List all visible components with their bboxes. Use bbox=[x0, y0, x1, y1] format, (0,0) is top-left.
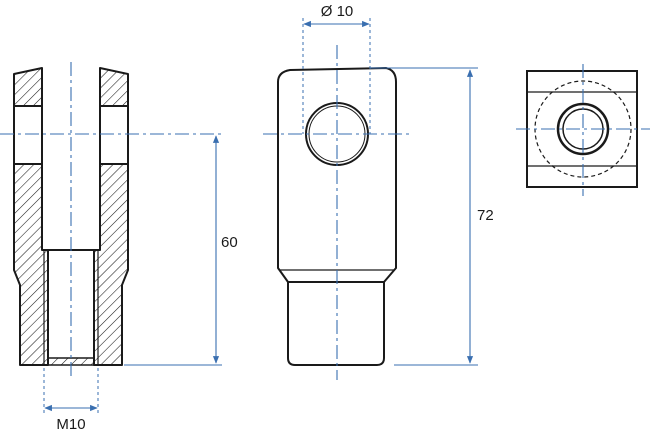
top-view bbox=[516, 64, 650, 196]
m10-label: M10 bbox=[56, 416, 85, 433]
front-shank bbox=[287, 281, 385, 366]
section-cross-hole-band bbox=[13, 105, 43, 165]
section-view: M10 60 bbox=[0, 62, 238, 433]
dim60-label: 60 bbox=[221, 234, 238, 251]
dim72-label: 72 bbox=[477, 207, 494, 224]
dia-label: Ø 10 bbox=[321, 3, 354, 20]
section-cross-hole-band-right bbox=[99, 105, 129, 165]
front-view: Ø 10 72 bbox=[263, 3, 494, 380]
top-bore-outer bbox=[556, 102, 610, 156]
